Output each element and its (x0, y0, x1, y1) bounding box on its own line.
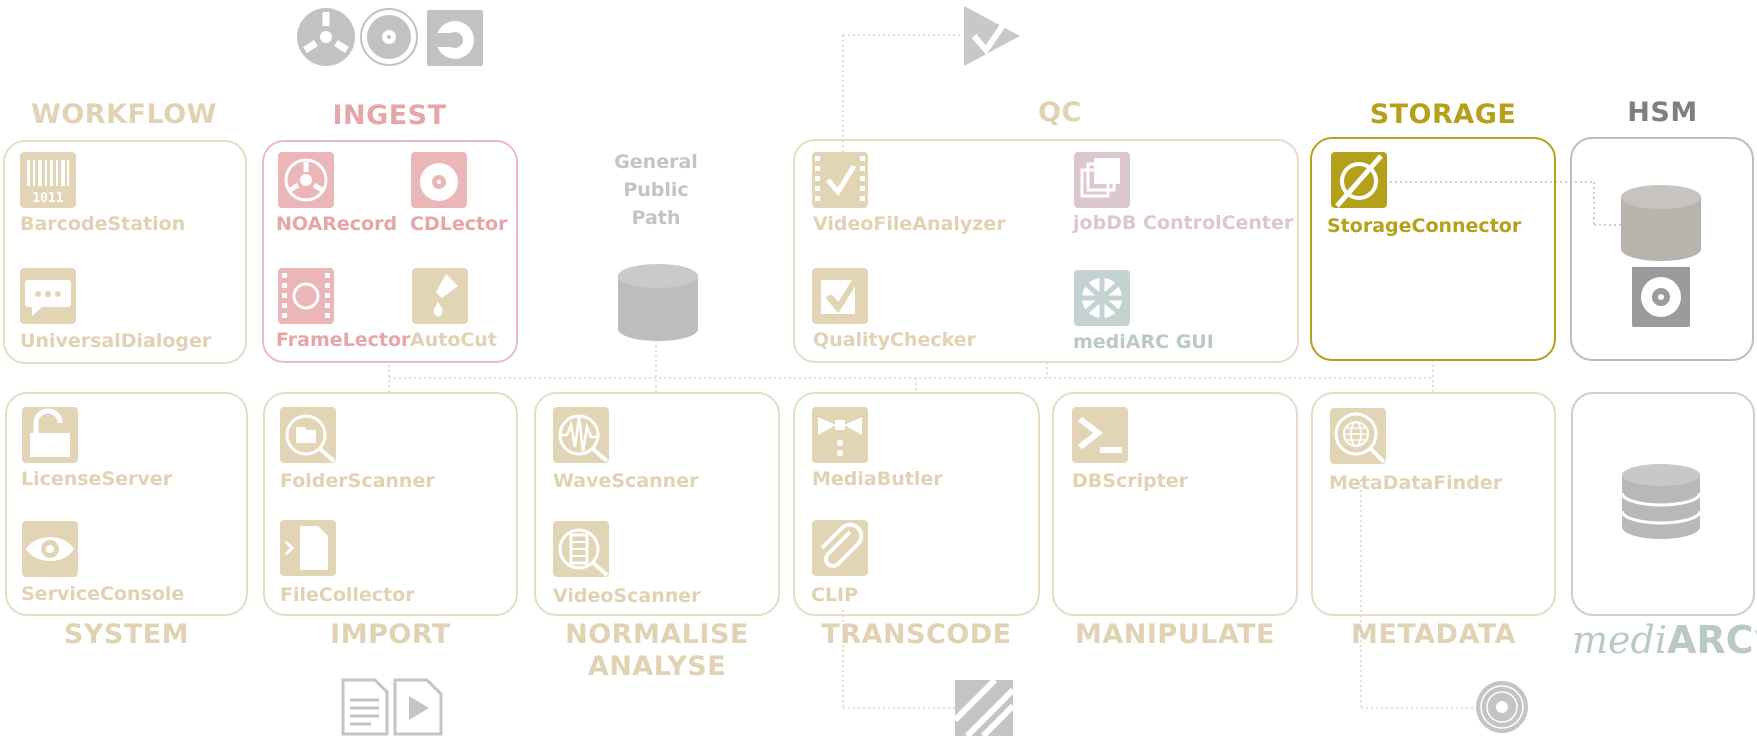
section-title-ingest: INGEST (332, 100, 447, 131)
normalise-box (534, 392, 780, 616)
import-box (263, 392, 518, 616)
section-title-analyse: ANALYSE (587, 651, 727, 682)
module-label-framelector[interactable]: FrameLector (276, 329, 411, 351)
section-title-storage: STORAGE (1369, 99, 1517, 130)
ingest-box (262, 140, 518, 363)
module-label-cdlector[interactable]: CDLector (410, 213, 508, 235)
module-label-storageconnector[interactable]: StorageConnector (1327, 215, 1522, 237)
storage-connector-icon[interactable] (1331, 152, 1387, 208)
module-label-mediarc-gui[interactable]: mediARC GUI (1073, 331, 1214, 353)
transcode-box (793, 392, 1040, 616)
globe-search-icon[interactable] (1330, 408, 1386, 464)
stacked-frames-icon[interactable] (1074, 152, 1130, 208)
module-label-videofileanalyzer[interactable]: VideoFileAnalyzer (813, 213, 1006, 235)
module-label-mediabutler[interactable]: MediaButler (812, 468, 943, 490)
module-label-videoscanner[interactable]: VideoScanner (553, 585, 701, 607)
video-check-icon[interactable] (812, 152, 868, 208)
stacked-database-icon (1621, 464, 1701, 539)
film-frame-icon[interactable] (278, 268, 334, 324)
module-label-dbscripter[interactable]: DBScripter (1072, 470, 1189, 492)
gpp-line-2: Public (623, 179, 689, 201)
eye-icon[interactable] (22, 521, 78, 577)
mediarc-db-box (1571, 392, 1755, 616)
module-label-wavescanner[interactable]: WaveScanner (553, 470, 699, 492)
section-title-import: IMPORT (330, 619, 451, 650)
section-title-normalise: NORMALISE (565, 619, 749, 650)
folder-search-icon[interactable] (280, 407, 336, 463)
workflow-box (3, 140, 247, 364)
barcode-icon[interactable]: 1011 (20, 152, 76, 208)
mediarc-gui-icon[interactable] (1074, 270, 1130, 326)
module-label-qualitychecker[interactable]: QualityChecker (813, 329, 976, 351)
approval-arrow-icon (964, 6, 1020, 66)
metadata-box (1311, 392, 1556, 616)
module-label-serviceconsole[interactable]: ServiceConsole (21, 583, 185, 605)
storage-box (1310, 137, 1556, 361)
hsm-database-icon (1621, 185, 1701, 261)
disc-output-icon (1476, 681, 1528, 733)
module-label-autocut[interactable]: AutoCut (410, 329, 497, 351)
hsm-box (1570, 137, 1754, 361)
section-title-qc: QC (1038, 97, 1082, 128)
waveform-search-icon[interactable] (553, 407, 609, 463)
media-formats-icon (297, 8, 483, 66)
section-title-metadata: METADATA (1351, 619, 1516, 650)
section-title-manipulate: MANIPULATE (1075, 619, 1275, 650)
document-video-icon (341, 678, 443, 736)
file-collect-icon[interactable] (280, 520, 336, 576)
section-title-workflow: WORKFLOW (31, 99, 217, 130)
module-label-metadatafinder[interactable]: MetaDataFinder (1329, 472, 1503, 494)
cd-disc-icon[interactable] (411, 152, 467, 208)
bowtie-butler-icon[interactable] (812, 407, 868, 463)
module-label-jobdb-controlcenter[interactable]: jobDB ControlCenter (1073, 212, 1294, 234)
tape-drive-icon (1632, 267, 1690, 327)
transcode-output-icon (955, 680, 1013, 736)
logo-prefix: medi (1572, 618, 1667, 662)
section-title-normalise-analyse: NORMALISE ANALYSE (534, 619, 780, 683)
qc-box (793, 139, 1299, 363)
general-public-path-label: General Public Path (596, 148, 716, 232)
chat-bubble-icon[interactable] (20, 268, 76, 324)
module-label-universaldialoger[interactable]: UniversalDialoger (20, 330, 212, 352)
system-box (5, 392, 248, 616)
database-icon (618, 264, 698, 341)
module-label-noarecord[interactable]: NOARecord (276, 213, 398, 235)
section-title-hsm: HSM (1627, 97, 1698, 128)
module-label-clip[interactable]: CLIP (811, 584, 859, 606)
barcode-digits: 1011 (32, 191, 63, 206)
padlock-icon[interactable] (22, 407, 78, 463)
terminal-prompt-icon[interactable] (1072, 407, 1128, 463)
module-label-licenseserver[interactable]: LicenseServer (21, 468, 173, 490)
logo-suffix: ARC (1667, 618, 1754, 662)
noa-record-icon[interactable] (278, 152, 334, 208)
scissors-drop-icon[interactable] (412, 268, 468, 324)
gpp-line-1: General (614, 151, 698, 173)
module-label-filecollector[interactable]: FileCollector (280, 584, 415, 606)
checkbox-icon[interactable] (812, 268, 868, 324)
gpp-line-3: Path (631, 207, 681, 229)
paperclip-icon[interactable] (812, 520, 868, 576)
section-title-transcode: TRANSCODE (821, 619, 1012, 650)
module-label-barcodestation[interactable]: BarcodeStation (20, 213, 186, 235)
mediarc-logo: mediARC™ (1572, 618, 1757, 662)
video-search-icon[interactable] (553, 521, 609, 577)
logo-tm: ™ (1754, 628, 1757, 642)
module-label-folderscanner[interactable]: FolderScanner (280, 470, 435, 492)
section-title-system: SYSTEM (63, 619, 190, 650)
manipulate-box (1052, 392, 1298, 616)
